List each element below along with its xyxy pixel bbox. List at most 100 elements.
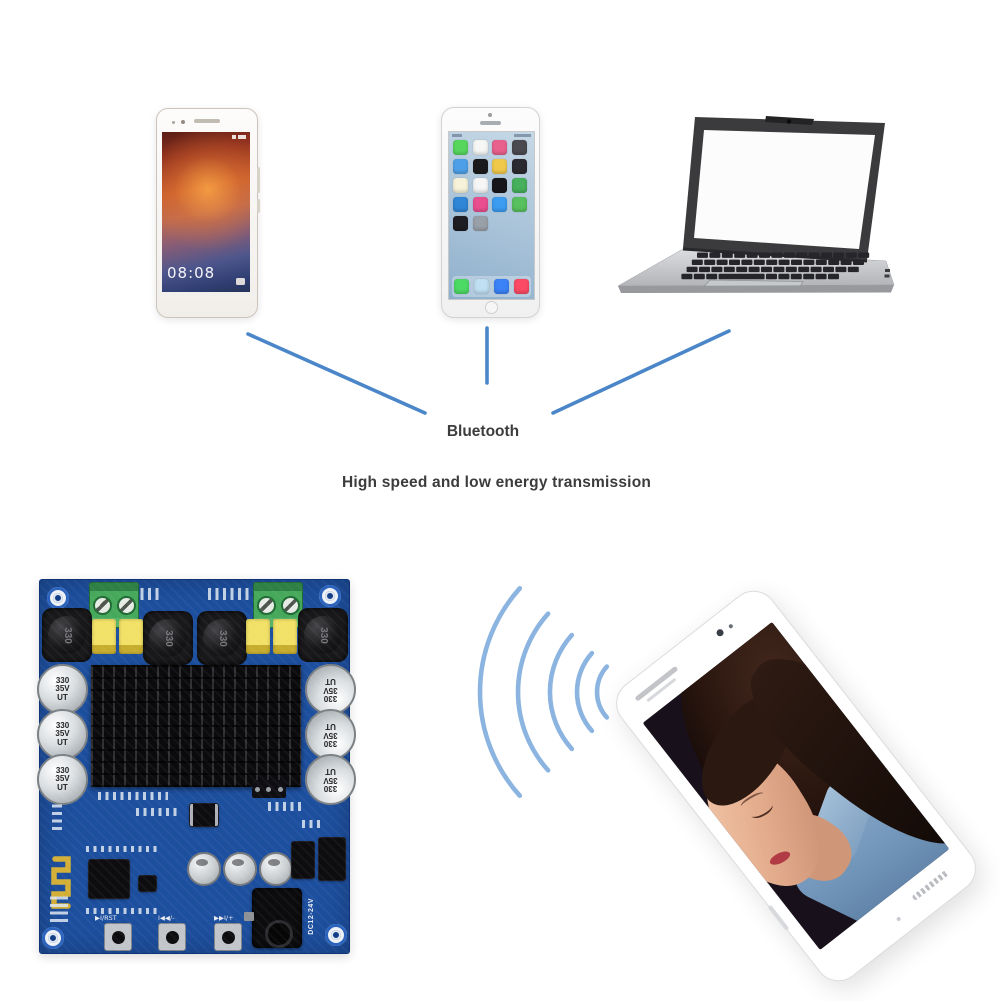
iphone-app-icon-maps <box>492 159 508 174</box>
iphone-app-icon-calendar <box>472 140 488 155</box>
bluetooth-waves-icon <box>477 586 610 798</box>
android-phone-screen: 08:08 <box>162 132 250 292</box>
iphone-app-icon-settings <box>472 216 488 231</box>
electrolytic-capacitor: 330 35V UT <box>37 709 88 760</box>
button-label: ▶▶I/+ <box>214 914 234 922</box>
power-button <box>256 199 260 213</box>
next-volume-up-button <box>214 923 242 951</box>
laptop-keyboard <box>681 252 870 280</box>
iphone-app-icon-weather <box>453 159 468 174</box>
connector-lines <box>246 326 731 415</box>
small-capacitor <box>259 852 293 886</box>
port-icon <box>885 269 890 272</box>
volume-button <box>256 167 260 193</box>
film-capacitor <box>246 619 270 654</box>
iphone-app-icon-app-store <box>453 197 468 212</box>
camera-shortcut-icon <box>236 278 245 285</box>
iphone-app-icon-clock <box>472 159 488 174</box>
electrolytic-capacitor: 330 35V UT <box>37 664 88 715</box>
electrolytic-capacitor: 330 35V UT <box>305 664 356 715</box>
electrolytic-capacitor: 330 35V UT <box>305 754 356 805</box>
amplifier-ic-chip <box>190 804 218 826</box>
port-icon <box>884 274 890 278</box>
screw-icon <box>256 595 276 615</box>
pin-header <box>252 780 286 798</box>
mounting-hole <box>47 587 69 609</box>
iphone-app-icon-notes <box>453 178 468 193</box>
iphone-app-icon-reminders <box>472 178 488 193</box>
sensor-icon <box>728 623 734 630</box>
iphone-app-icon-camera <box>511 140 527 155</box>
inductor: 330 <box>197 611 247 665</box>
inductor: 330 <box>298 608 348 662</box>
smd-pads <box>98 792 168 800</box>
laptop <box>617 116 895 293</box>
film-capacitor <box>119 619 143 654</box>
inductor: 330 <box>143 611 193 665</box>
iphone <box>441 107 540 318</box>
electrolytic-capacitor: 330 35V UT <box>37 754 88 805</box>
front-camera-icon <box>715 627 725 638</box>
front-camera-icon <box>488 113 492 117</box>
inductor: 330 <box>42 608 92 662</box>
power-transistor <box>292 842 314 878</box>
smd-pads <box>52 802 62 830</box>
status-icons <box>232 135 246 139</box>
electrolytic-capacitor: 330 35V UT <box>305 709 356 760</box>
line-laptop <box>551 329 731 415</box>
iphone-app-icon-messages <box>453 140 468 155</box>
dc-power-jack <box>244 888 302 948</box>
transmission-subtitle: High speed and low energy transmission <box>341 474 652 491</box>
power-transistor <box>319 838 345 880</box>
lock-screen-clock: 08:08 <box>167 264 216 282</box>
sensor-icon <box>172 121 175 124</box>
iphone-app-icon-itunes <box>472 197 488 212</box>
iphone-dock <box>452 276 531 297</box>
mounting-hole <box>42 927 64 949</box>
memory-chip <box>139 876 156 891</box>
mounting-hole <box>325 924 347 946</box>
bluetooth-soc-chip <box>89 860 129 898</box>
iphone-app-icon-stocks <box>492 178 508 193</box>
iphone-app-icon-newsstand <box>511 197 527 212</box>
screw-icon <box>92 595 112 615</box>
iphone-app-icon-utility <box>453 216 468 231</box>
iphone-app-icon-music <box>514 279 529 294</box>
smd-pads <box>86 846 160 852</box>
small-capacitor <box>223 852 257 886</box>
power-input-label: DC12-24V <box>308 898 315 935</box>
film-capacitor <box>273 619 297 654</box>
film-capacitor <box>92 619 116 654</box>
iphone-app-icon-videos <box>511 159 527 174</box>
earpiece-slot <box>480 121 501 125</box>
tablet-phone <box>606 581 986 991</box>
iphone-app-icon-phone <box>454 279 469 294</box>
bluetooth-amplifier-board: 330 330 330 330 330 35V UT 330 35V UT 33… <box>37 579 356 954</box>
button-label: ▶I/RST <box>95 914 117 922</box>
smd-pads <box>86 908 160 914</box>
laptop-front-edge <box>618 285 894 293</box>
button-label: I◀◀/- <box>158 914 175 922</box>
play-reset-button <box>104 923 132 951</box>
smd-pads <box>50 892 68 922</box>
front-camera-icon <box>181 120 185 124</box>
prev-volume-down-button <box>158 923 186 951</box>
iphone-app-icon-safari <box>494 279 509 294</box>
smd-pads <box>136 808 180 816</box>
screw-icon <box>280 595 300 615</box>
iphone-app-icon-mail <box>474 279 489 294</box>
tablet-phone-screen <box>642 622 950 950</box>
side-button <box>767 904 790 931</box>
earpiece-slot <box>194 119 220 123</box>
iphone-app-grid <box>453 140 531 231</box>
line-left-phone <box>246 332 427 415</box>
laptop-display <box>694 130 875 249</box>
home-button <box>485 300 498 314</box>
bluetooth-label: Bluetooth <box>446 423 520 440</box>
mounting-hole <box>319 585 341 607</box>
iphone-app-icon-safari <box>492 197 508 212</box>
microphone-icon <box>895 916 902 922</box>
tablet-phone-wrap <box>600 575 1000 991</box>
small-capacitor <box>187 852 221 886</box>
